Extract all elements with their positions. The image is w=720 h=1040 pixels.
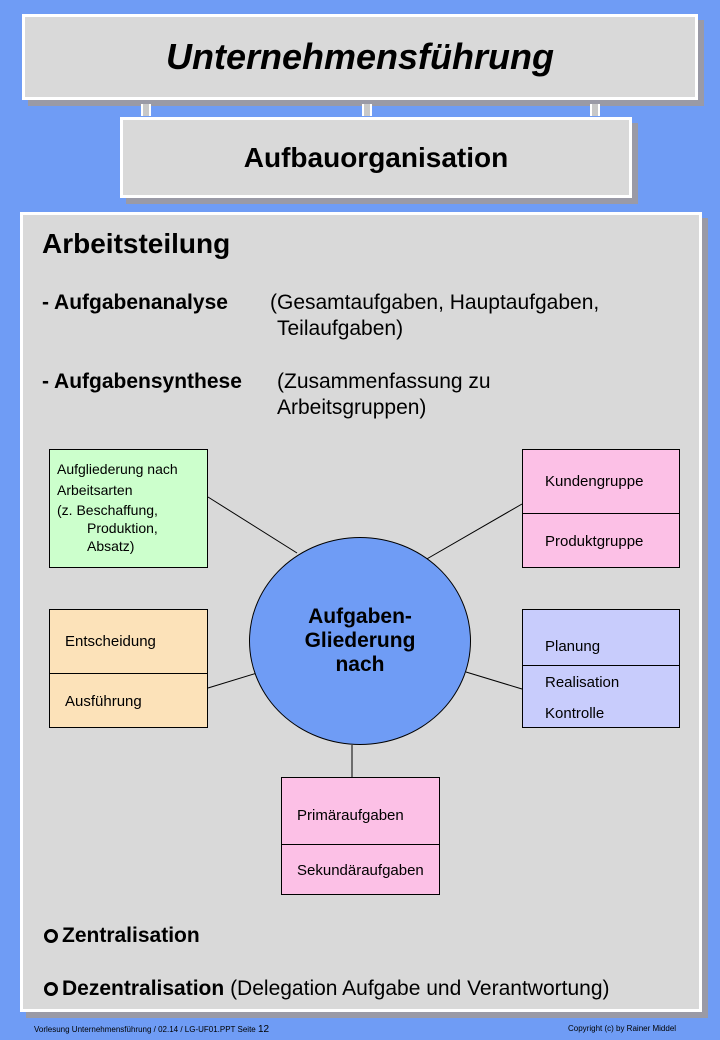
connector-right [590, 104, 600, 116]
page-title: Unternehmensführung [165, 36, 554, 77]
execution-cell: Ausführung [50, 673, 207, 728]
realisation-cell: Realisation [523, 665, 679, 697]
connector-middle [362, 104, 372, 116]
analysis-term: - Aufgabenanalyse [42, 291, 228, 314]
planning-box: Planung Realisation Kontrolle [522, 609, 680, 728]
footer-left: Vorlesung Unternehmensführung / 02.14 / … [34, 1024, 269, 1035]
title-bar: Unternehmensführung [22, 14, 698, 100]
ring-bullet-icon [44, 982, 58, 996]
line-planning [465, 671, 523, 690]
page-subtitle: Aufbauorganisation [243, 141, 509, 173]
customer-box: Kundengruppe Produktgruppe [522, 449, 680, 568]
synthesis-line: - Aufgabensynthese [42, 370, 242, 394]
line-decision [207, 672, 258, 689]
planning-cell: Planung [545, 638, 601, 655]
synthesis-detail-2: Arbeitsgruppen) [277, 396, 427, 419]
primary-box: Primäraufgaben Sekundäraufgaben [281, 777, 440, 895]
section-heading: Arbeitsteilung [42, 228, 231, 259]
ring-bullet-icon [44, 929, 58, 943]
center-line2: Gliederung [304, 629, 416, 652]
secondary-cell: Sekundäraufgaben [282, 844, 439, 895]
connector-left [141, 104, 151, 116]
decision-box: Entscheidung Ausführung [49, 609, 208, 728]
subtitle-bar: Aufbauorganisation [120, 117, 632, 198]
decentralization-bullet: Dezentralisation (Delegation Aufgabe und… [44, 977, 610, 1001]
line-customer [424, 503, 523, 561]
centralization-bullet: Zentralisation [44, 924, 200, 948]
footer-right: Copyright (c) by Rainer Middel [568, 1024, 677, 1033]
work-types-box: Aufgliederung nach Arbeitsarten (z. Besc… [49, 449, 208, 568]
work-types-line3: (z. Beschaffung, [57, 502, 158, 518]
analysis-detail-1: (Gesamtaufgaben, Hauptaufgaben, [270, 291, 600, 314]
footer-page-number: 12 [258, 1024, 270, 1035]
primary-cell: Primäraufgaben [297, 806, 404, 824]
control-cell: Kontrolle [545, 705, 605, 722]
work-types-line5: Absatz) [87, 538, 135, 554]
decentralization-detail: (Delegation Aufgabe und Verantwortung) [230, 977, 610, 1000]
centralization-term: Zentralisation [62, 924, 200, 947]
product-cell: Produktgruppe [523, 513, 679, 568]
synthesis-detail-1: (Zusammenfassung zu [277, 370, 491, 393]
analysis-line: - Aufgabenanalyse [42, 291, 228, 315]
footer-left-text: Vorlesung Unternehmensführung / 02.14 / … [34, 1025, 256, 1034]
decentralization-term: Dezentralisation [62, 977, 225, 1000]
analysis-detail-2: Teilaufgaben) [277, 317, 404, 340]
work-types-line1: Aufgliederung nach [57, 461, 178, 477]
work-types-line4: Produktion, [87, 520, 158, 536]
synthesis-term: - Aufgabensynthese [42, 370, 242, 393]
center-line3: nach [335, 653, 385, 676]
center-circle: Aufgaben- Gliederung nach [249, 537, 471, 745]
line-work-types [207, 496, 298, 554]
decision-cell: Entscheidung [65, 633, 156, 650]
work-types-line2: Arbeitsarten [57, 482, 133, 498]
center-line1: Aufgaben- [308, 605, 412, 628]
customer-cell: Kundengruppe [545, 473, 644, 490]
